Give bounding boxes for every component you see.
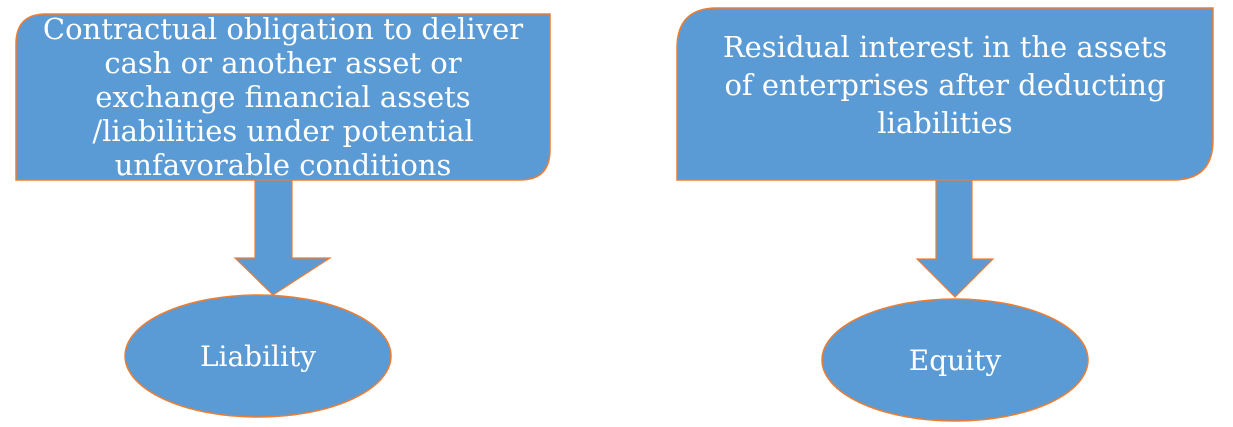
left-down-arrow — [233, 179, 333, 296]
equity-ellipse — [821, 298, 1089, 422]
liability-label: Liability — [199, 339, 317, 373]
liability-definition-text: Contractual obligation to deliver cash o… — [42, 12, 524, 182]
left-definition-box-shape — [15, 13, 551, 181]
liability-ellipse — [124, 294, 392, 418]
equity-label: Equity — [908, 343, 1002, 377]
right-definition-box-shape — [676, 7, 1214, 181]
equity-definition-text: Residual interest in the assets of enter… — [722, 30, 1168, 140]
right-down-arrow — [915, 179, 995, 298]
